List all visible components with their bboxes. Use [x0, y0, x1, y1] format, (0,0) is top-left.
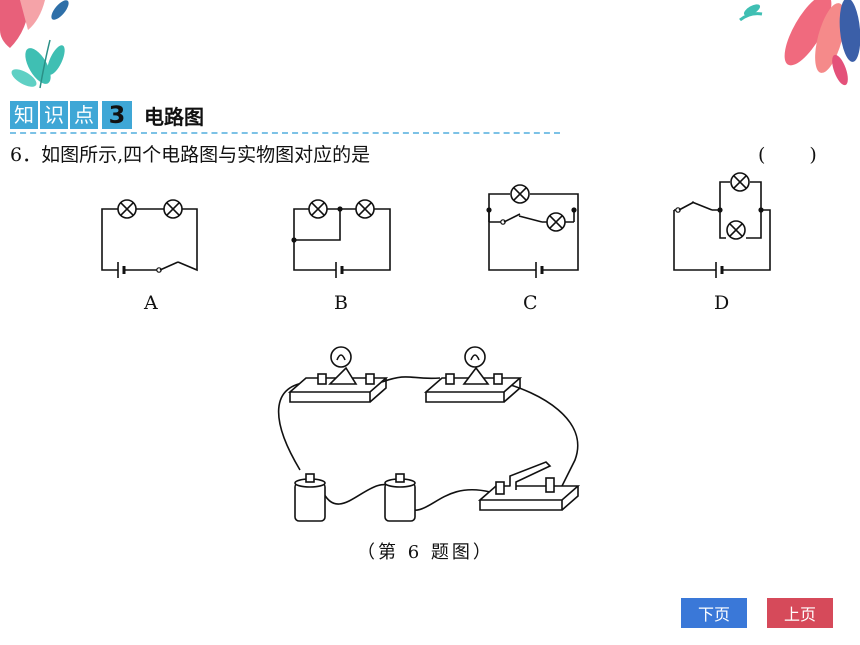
section-tag-char: 识	[40, 101, 68, 129]
section-title: 电路图	[144, 104, 204, 129]
next-page-button[interactable]: 下页	[681, 598, 747, 628]
section-tag-char: 点	[70, 101, 98, 129]
option-label-d: D	[714, 292, 730, 314]
answer-blank: ( )	[758, 144, 819, 166]
circuit-diagram-b	[291, 199, 391, 278]
previous-page-button[interactable]: 上页	[767, 598, 833, 628]
question-text: 6．如图所示,四个电路图与实物图对应的是	[10, 144, 371, 166]
section-tag-char: 知	[10, 101, 38, 129]
physical-circuit-figure	[277, 346, 581, 522]
figure-caption: （第 6 题图）	[357, 542, 494, 563]
option-label-a: A	[144, 292, 158, 314]
circuit-diagram-c	[486, 184, 579, 278]
section-divider	[10, 132, 560, 134]
section-header: 知 识 点 3 电路图	[10, 100, 204, 130]
option-label-c: C	[523, 292, 538, 314]
decorative-leaves-left	[0, 0, 69, 89]
option-label-b: B	[334, 292, 348, 314]
circuit-diagram-a	[101, 199, 198, 278]
section-tag-number: 3	[102, 101, 132, 129]
circuit-diagram-d	[673, 172, 771, 278]
decorative-leaves-right	[739, 0, 860, 86]
